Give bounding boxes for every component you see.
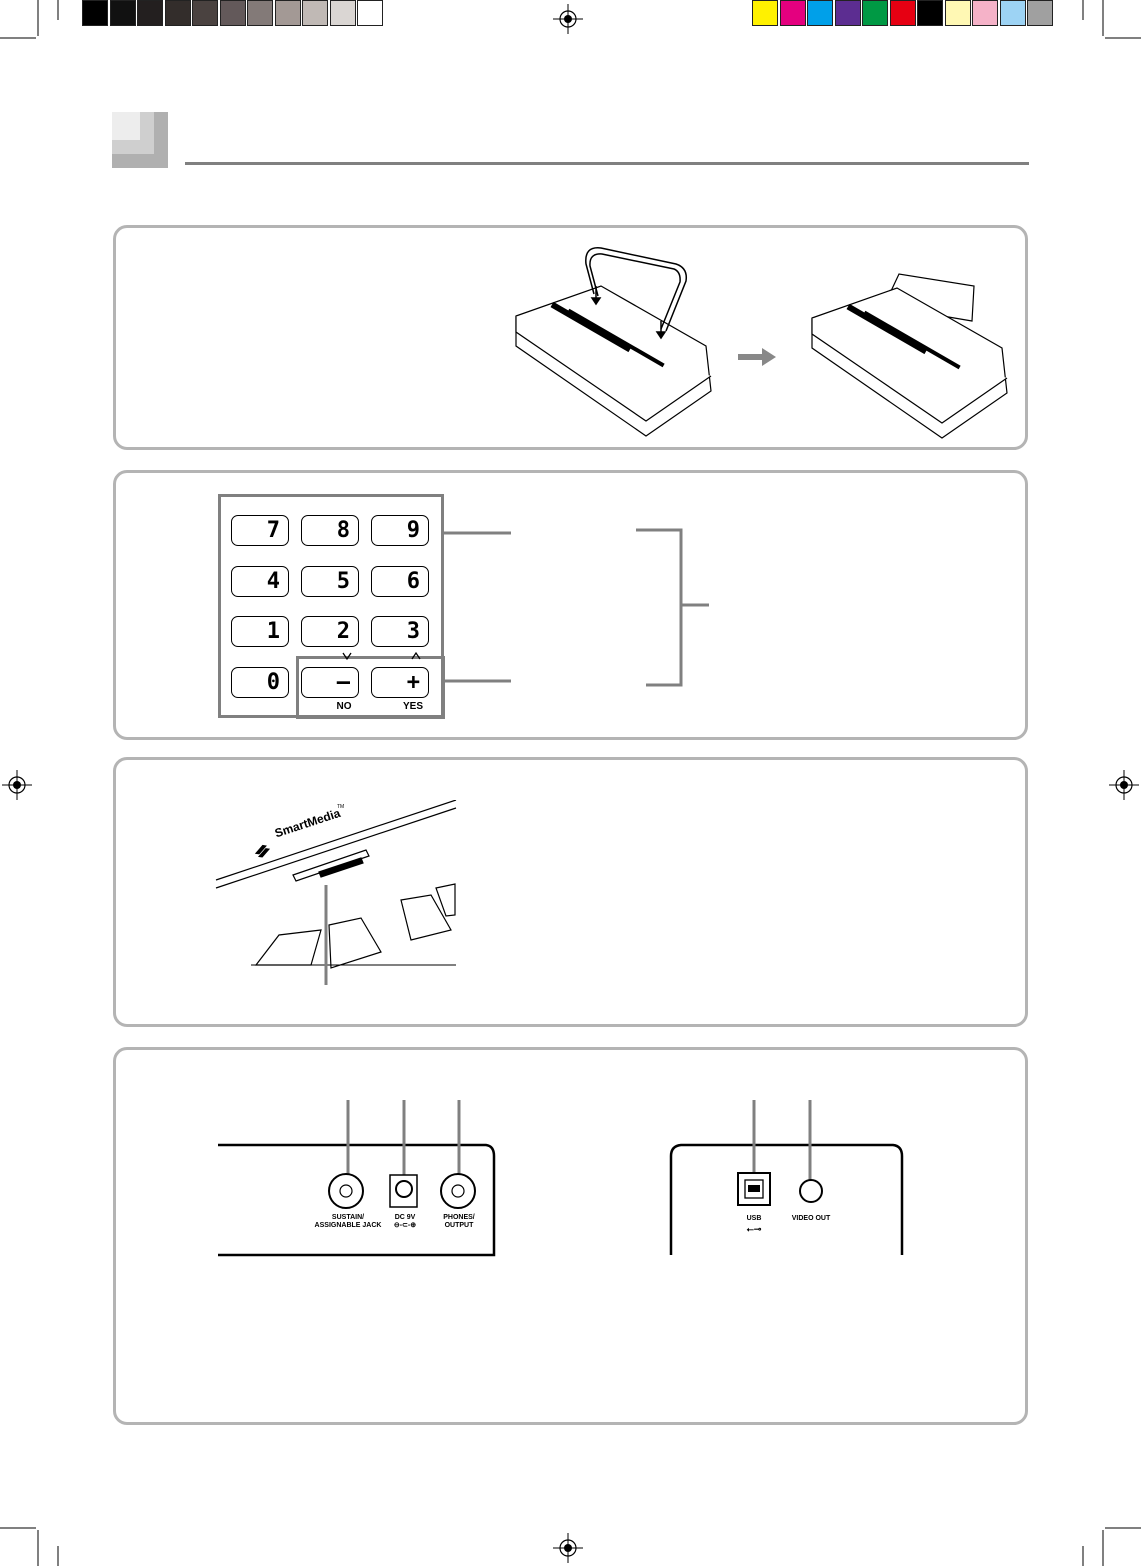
video-out-label: VIDEO OUT xyxy=(791,1215,831,1222)
smartmedia-slot-illustration-icon xyxy=(215,800,457,985)
right-arrow-icon xyxy=(738,348,776,366)
sustain-label-line1: SUSTAIN/ xyxy=(331,1214,365,1221)
sustain-label-line2: ASSIGNABLE JACK xyxy=(314,1222,382,1229)
gray-swatch xyxy=(164,0,191,26)
key-1[interactable]: 1 xyxy=(231,616,289,647)
dc-label-line1: DC 9V xyxy=(394,1214,416,1221)
color-swatch xyxy=(944,0,971,26)
dc-jack-label: DC 9V ⊖-⊂-⊕ xyxy=(384,1214,426,1230)
keyboard-stand-illustration-icon xyxy=(515,247,712,437)
color-swatch xyxy=(834,0,861,26)
color-swatch xyxy=(1027,0,1053,26)
key-6[interactable]: 6 xyxy=(371,566,429,597)
key-3[interactable]: 3 xyxy=(371,616,429,647)
color-swatch xyxy=(862,0,888,26)
color-swatch xyxy=(972,0,998,26)
key-8[interactable]: 8 xyxy=(301,515,359,546)
callout-bracket-lines xyxy=(441,528,709,687)
usb-symbol: ⭠⊸ xyxy=(746,1224,762,1234)
key-7[interactable]: 7 xyxy=(231,515,289,546)
key-plus[interactable]: + xyxy=(371,667,429,698)
color-swatch xyxy=(889,0,916,26)
color-swatch xyxy=(807,0,833,26)
number-keypad-panel: 7 8 9 4 5 6 1 2 3 0 – + NO YES xyxy=(113,470,1028,740)
rear-panel-left-outline xyxy=(218,1100,496,1257)
smartmedia-tm: TM xyxy=(337,804,345,810)
phones-jack-icon xyxy=(440,1173,476,1209)
key-minus[interactable]: – xyxy=(301,667,359,698)
down-chevron-icon xyxy=(342,652,352,661)
plus-minus-frame xyxy=(296,656,445,719)
gray-swatch xyxy=(219,0,246,26)
key-4[interactable]: 4 xyxy=(231,566,289,597)
rear-panel-right-outline xyxy=(669,1100,904,1255)
dc-label-line2: ⊖-⊂-⊕ xyxy=(393,1222,417,1229)
gray-swatch xyxy=(274,0,301,26)
key-5[interactable]: 5 xyxy=(301,566,359,597)
gray-swatch xyxy=(137,0,163,26)
key-9[interactable]: 9 xyxy=(371,515,429,546)
smartmedia-slot-panel: SmartMedia TM xyxy=(113,757,1028,1027)
gray-swatch xyxy=(192,0,218,26)
no-label: NO xyxy=(336,701,352,712)
phones-jack-label: PHONES/ OUTPUT xyxy=(434,1214,484,1230)
usb-label: USB xyxy=(746,1215,762,1222)
section-header-rule xyxy=(185,162,1029,165)
key-0[interactable]: 0 xyxy=(231,667,289,698)
color-swatch xyxy=(917,0,943,26)
gray-swatch xyxy=(302,0,328,26)
phones-label-line1: PHONES/ xyxy=(443,1214,475,1221)
gray-swatch xyxy=(357,0,383,26)
registration-mark-top-icon xyxy=(553,4,583,34)
music-stand-panel xyxy=(113,225,1028,450)
gray-swatch xyxy=(82,0,108,26)
registration-mark-left-icon xyxy=(2,770,32,800)
up-chevron-icon xyxy=(411,651,421,660)
dc-jack-icon xyxy=(389,1174,418,1208)
usb-port-icon xyxy=(737,1172,771,1206)
color-swatch xyxy=(999,0,1026,26)
sustain-jack-label: SUSTAIN/ ASSIGNABLE JACK xyxy=(306,1214,390,1230)
key-2[interactable]: 2 xyxy=(301,616,359,647)
color-swatch xyxy=(752,0,778,26)
keyboard-with-stand-illustration-icon xyxy=(811,273,1008,439)
section-header-icon xyxy=(112,112,168,168)
gray-swatch xyxy=(329,0,356,26)
registration-mark-bottom-icon xyxy=(553,1533,583,1563)
gray-swatch xyxy=(109,0,136,26)
rear-connectors-panel: SUSTAIN/ ASSIGNABLE JACK DC 9V ⊖-⊂-⊕ PHO… xyxy=(113,1047,1028,1425)
gray-swatch xyxy=(247,0,273,26)
video-out-jack-icon xyxy=(799,1179,823,1203)
yes-label: YES xyxy=(402,701,423,712)
phones-label-line2: OUTPUT xyxy=(444,1222,474,1229)
color-swatch xyxy=(779,0,806,26)
registration-mark-right-icon xyxy=(1109,770,1139,800)
sustain-jack-icon xyxy=(328,1173,364,1209)
